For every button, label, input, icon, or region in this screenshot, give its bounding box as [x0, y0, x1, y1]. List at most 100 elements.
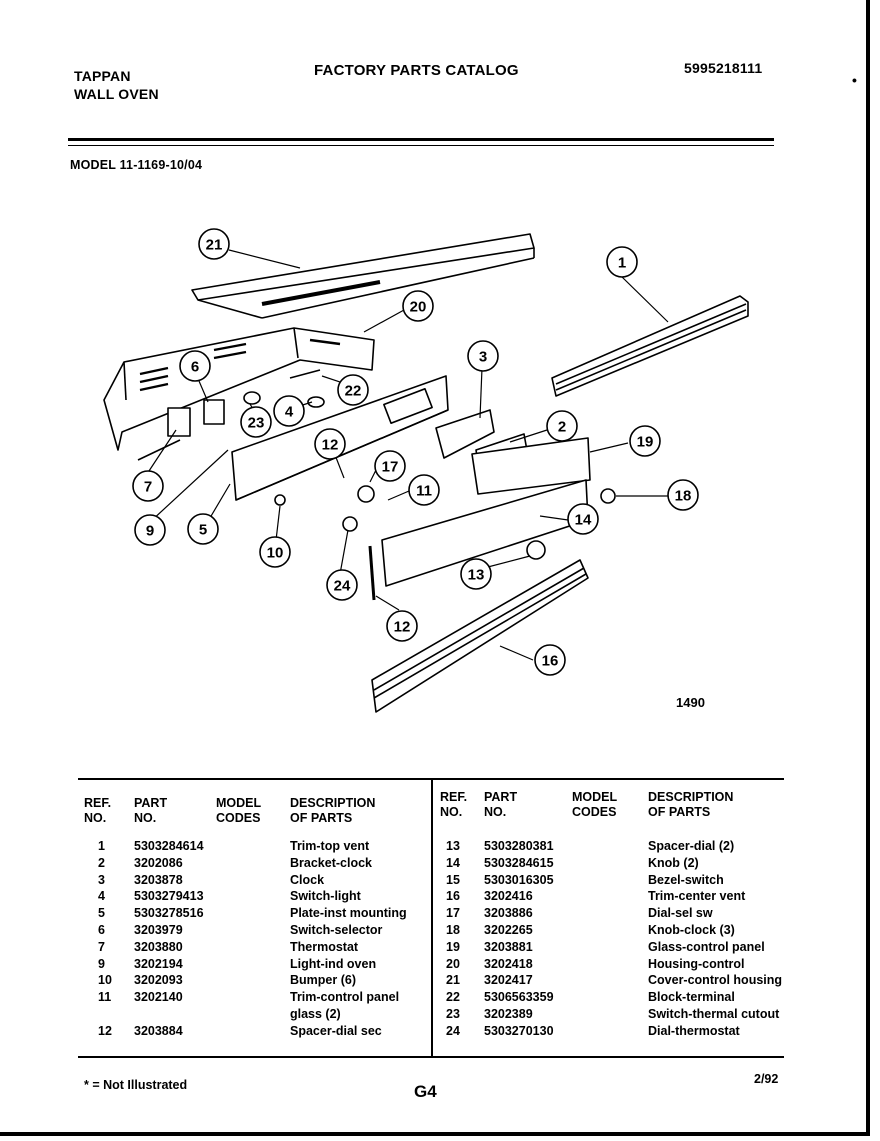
table-column-divider — [431, 780, 433, 1056]
table-rule-top — [78, 778, 784, 780]
cell-desc: Switch-selector — [290, 922, 383, 937]
cell-desc: Glass-control panel — [648, 939, 765, 954]
cell-desc: Block-terminal — [648, 990, 735, 1005]
part-cover-control-housing — [191, 233, 535, 319]
cell-model — [216, 1023, 290, 1040]
svg-text:10: 10 — [267, 545, 284, 562]
svg-text:23: 23 — [248, 415, 265, 432]
cell-part: 3202389 — [484, 1006, 533, 1021]
callout-1: 1 — [606, 246, 638, 278]
svg-text:24: 24 — [334, 578, 351, 595]
cell-model — [216, 888, 290, 905]
cell-model — [216, 922, 290, 939]
cell-ref: 16 — [446, 889, 460, 904]
cell-part: 5303270130 — [484, 1023, 554, 1038]
callout-18: 18 — [667, 479, 699, 511]
cell-model — [572, 972, 648, 989]
part-trim-top-vent — [551, 295, 749, 397]
table-row: glass (2) — [84, 1006, 430, 1023]
catalog-title: FACTORY PARTS CATALOG — [314, 62, 519, 79]
cell-part: 5303016305 — [484, 872, 554, 887]
cell-model — [216, 956, 290, 973]
svg-text:20: 20 — [410, 299, 427, 316]
cell-ref: 4 — [98, 889, 105, 904]
svg-text:12: 12 — [394, 619, 411, 636]
svg-text:13: 13 — [468, 567, 485, 584]
callout-10: 10 — [259, 536, 291, 568]
callout-labels: 21 1 20 6 3 22 4 23 2 19 12 17 7 11 18 1… — [132, 228, 699, 676]
cell-ref: 15 — [446, 872, 460, 887]
cell-model — [572, 888, 648, 905]
callout-23: 23 — [240, 406, 272, 438]
callout-4: 4 — [273, 395, 305, 427]
callout-3: 3 — [467, 340, 499, 372]
cell-model — [216, 838, 290, 855]
cell-ref: 17 — [446, 906, 460, 921]
cell-ref: 7 — [98, 939, 105, 954]
cell-part: 5306563359 — [484, 990, 554, 1005]
svg-text:9: 9 — [146, 523, 154, 540]
callout-24: 24 — [326, 569, 358, 601]
table-rule-bottom — [78, 1056, 784, 1058]
cell-model — [572, 1023, 648, 1040]
cell-part: 5303284615 — [484, 855, 554, 870]
cell-ref: 6 — [98, 922, 105, 937]
cell-desc: Knob-clock (3) — [648, 922, 735, 937]
cell-model — [216, 939, 290, 956]
cell-model — [572, 922, 648, 939]
catalog-date: 2/92 — [754, 1072, 779, 1086]
cell-part: 3202086 — [134, 855, 183, 870]
cell-ref: 13 — [446, 839, 460, 853]
cell-ref: 24 — [446, 1023, 460, 1038]
svg-text:22: 22 — [345, 383, 362, 400]
page-number: G4 — [414, 1082, 437, 1101]
cell-model — [572, 872, 648, 889]
cell-ref: 20 — [446, 956, 460, 971]
cell-desc: Spacer-dial sec — [290, 1023, 382, 1038]
callout-14: 13 — [460, 558, 492, 590]
cell-model — [572, 838, 648, 855]
callout-16: 16 — [534, 644, 566, 676]
svg-text:19: 19 — [637, 434, 654, 451]
cell-desc: Clock — [290, 872, 325, 887]
svg-text:16: 16 — [542, 653, 559, 670]
callout-6: 6 — [179, 350, 211, 382]
model-number: MODEL 11-1169-10/04 — [70, 158, 203, 172]
part-clock — [435, 409, 495, 459]
svg-text:14: 14 — [575, 512, 592, 529]
svg-text:18: 18 — [675, 488, 692, 505]
callout-9: 9 — [134, 514, 166, 546]
svg-text:12: 12 — [322, 437, 339, 454]
not-illustrated-note: * = Not Illustrated — [84, 1078, 188, 1092]
cell-desc: Housing-control — [648, 956, 745, 971]
cell-desc: Thermostat — [290, 939, 359, 954]
cell-ref: 19 — [446, 939, 460, 954]
cell-desc: Bezel-switch — [648, 872, 724, 887]
callout-22: 22 — [337, 374, 369, 406]
cell-part: 3202194 — [134, 956, 183, 971]
cell-part: 3202416 — [484, 889, 533, 904]
part-housing-control — [103, 327, 375, 451]
cell-ref: 21 — [446, 973, 460, 988]
cell-part: 3203886 — [484, 906, 533, 921]
callout-13: 12 — [314, 428, 346, 460]
callout-20: 20 — [402, 290, 434, 322]
cell-model — [572, 905, 648, 922]
cell-model — [572, 1006, 648, 1023]
cell-desc: glass (2) — [290, 1006, 341, 1021]
cell-model — [216, 1006, 290, 1023]
